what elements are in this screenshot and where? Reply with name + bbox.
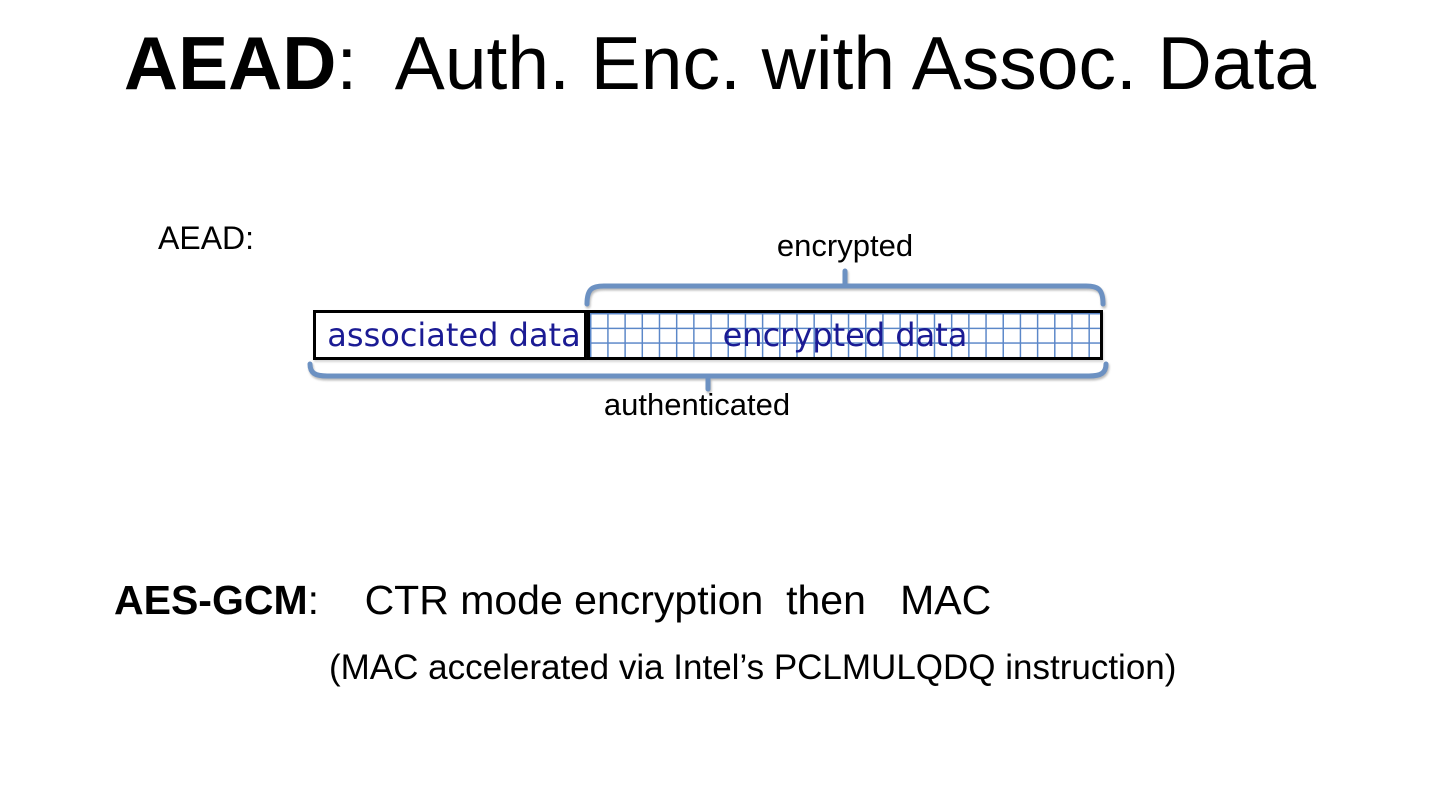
encrypted-brace [584,268,1106,307]
associated-data-box: associated data [313,310,587,360]
encrypted-brace-label: encrypted [776,228,914,263]
mac-acceleration-note: (MAC accelerated via Intel’s PCLMULQDQ i… [329,648,1177,687]
page-title: AEAD: Auth. Enc. with Assoc. Data [0,20,1440,106]
aes-gcm-term: AES-GCM [114,577,308,623]
encrypted-data-box: encrypted data [587,310,1103,360]
aes-gcm-rest: : CTR mode encryption then MAC [307,577,992,623]
aead-label: AEAD: [158,220,255,256]
encrypted-data-text: encrypted data [722,316,968,354]
title-term: AEAD [123,21,337,105]
associated-data-text: associated data [327,316,581,354]
title-rest: : Auth. Enc. with Assoc. Data [336,21,1317,105]
authenticated-brace-label: authenticated [603,387,791,422]
encrypted-brace-bar [584,283,1106,307]
authenticated-brace [307,361,1109,392]
aes-gcm-line: AES-GCM: CTR mode encryption then MAC [114,576,991,625]
